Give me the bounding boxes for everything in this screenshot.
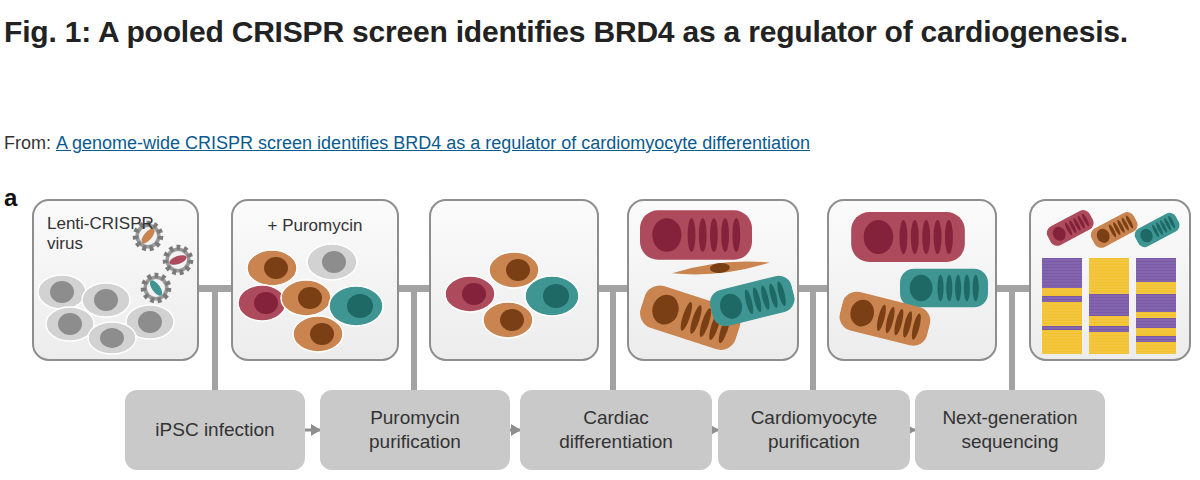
figure-title: Fig. 1: A pooled CRISPR screen identifie…	[4, 12, 1154, 52]
source-prefix: From:	[4, 133, 51, 153]
process-box: Next-generation sequencing	[915, 390, 1105, 470]
panel-letter: a	[4, 184, 17, 212]
illustration-panel: Lenti-CRISPR virus	[33, 200, 198, 360]
step-label: Next-generation sequencing	[925, 406, 1095, 454]
step-label: iPSC infection	[155, 418, 274, 442]
panel-label: + Puromycin	[232, 216, 398, 236]
process-box: iPSC infection	[125, 390, 305, 470]
panel-label: Lenti-CRISPR virus	[47, 214, 159, 254]
step-label: Cardiomyocyte purification	[728, 406, 900, 454]
source-line: From:A genome-wide CRISPR screen identif…	[4, 131, 810, 155]
step-label: Cardiac differentiation	[530, 406, 702, 454]
source-link: A genome-wide CRISPR screen identifies B…	[56, 133, 810, 153]
flow-arrow	[305, 429, 320, 432]
process-box: Cardiac differentiation	[520, 390, 712, 470]
illustration-panel: + Puromycin	[232, 200, 398, 360]
process-box: Puromycin purification	[320, 390, 510, 470]
process-box: Cardiomyocyte purification	[718, 390, 910, 470]
flow-arrow	[510, 429, 520, 432]
step-label: Puromycin purification	[330, 406, 500, 454]
